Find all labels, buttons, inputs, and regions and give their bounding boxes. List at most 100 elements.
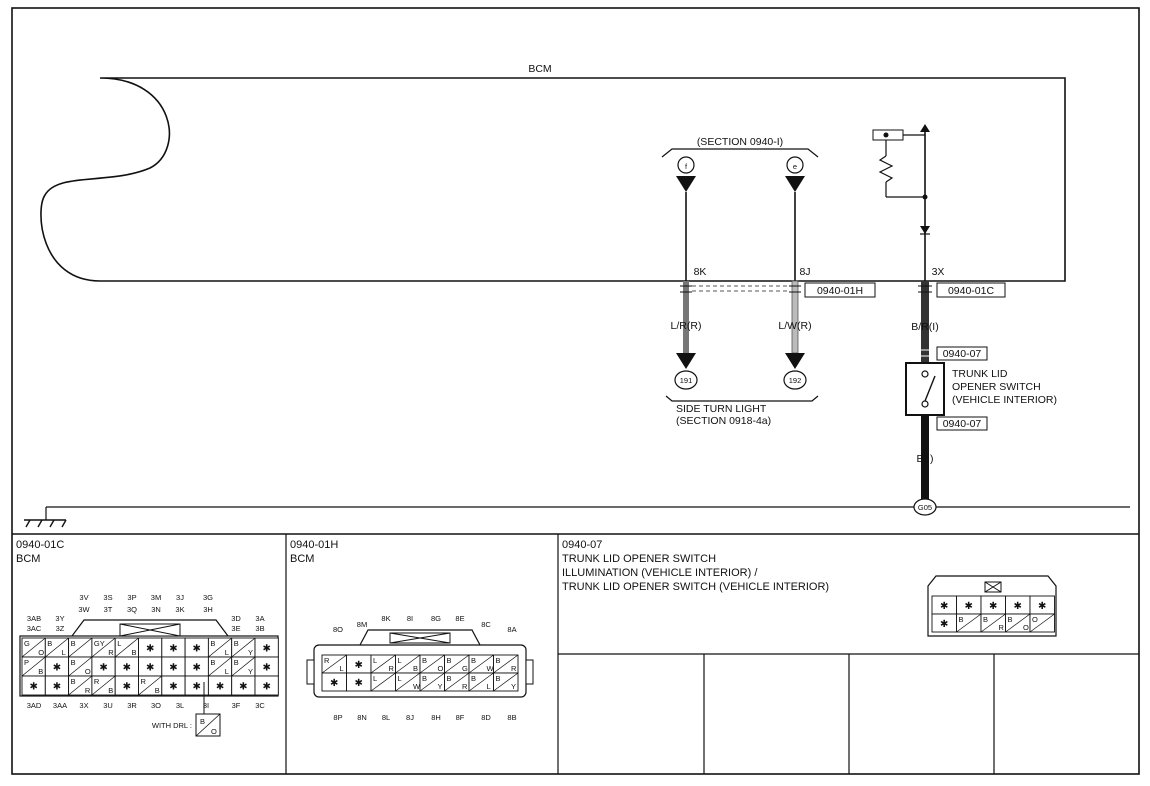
conn-01c-cell-empty: ✱ — [169, 644, 177, 655]
conn-01c-cell-bottom: O — [85, 667, 91, 676]
conn-01c-top2-pin-label: 3T — [104, 605, 113, 614]
conn-07-cell-slash — [980, 613, 1006, 633]
conn-01c-cell-empty: ✱ — [193, 663, 201, 674]
connector-marks-07a — [918, 349, 932, 357]
conn-01c-cell-empty: ✱ — [29, 682, 37, 693]
conn-01h-top-pin-label: 8O — [333, 625, 343, 634]
conn-01c-cell-empty: ✱ — [262, 663, 270, 674]
conn-01c-cell-slash — [91, 637, 116, 658]
terminal-e-label: e — [793, 162, 797, 171]
conn-01h-cell-slash — [395, 672, 421, 692]
conn-01c-cell-slash — [114, 637, 139, 658]
panel-01h-name: BCM — [290, 553, 315, 565]
drl-top: B — [200, 717, 205, 726]
bcm-title: BCM — [528, 63, 551, 75]
conn-01c-cell-top: B — [47, 639, 52, 648]
wire-b-label: B(I) — [917, 453, 934, 465]
conn-01h-cell-bottom: G — [462, 664, 468, 673]
conn-01h-cell-bottom: Y — [438, 682, 443, 691]
conn-01h-cell-slash — [493, 654, 519, 674]
conn-01c-top1-pin-label: 3S — [103, 593, 112, 602]
conn-01c-top2-pin-label: 3Q — [127, 605, 137, 614]
side-turn-line2: (SECTION 0918-4a) — [676, 415, 771, 427]
conn-01c-bottom-pin-label: 3U — [103, 701, 113, 710]
conn-01c-bottom-pin-label: 3F — [232, 701, 241, 710]
conn-01c-left-pin-label: 3AC — [27, 624, 42, 633]
conn-07-cell-empty: ✱ — [989, 601, 997, 612]
drl-bottom: O — [211, 727, 217, 736]
conn-01c-right-pin-label: 3A — [255, 614, 264, 623]
conn-07-cell-top: B — [983, 615, 988, 624]
conn-01c-cell-empty: ✱ — [262, 682, 270, 693]
conn-01c-top1-pin-label: 3J — [176, 593, 184, 602]
conn-01h-cell-top: B — [422, 674, 427, 683]
conn-01h-cell-bottom: B — [413, 664, 418, 673]
conn-01c-cell-slash — [231, 637, 256, 658]
conn-01c-cell-bottom: B — [155, 686, 160, 695]
conn-01c-bottom-pin-label: 3AD — [27, 701, 42, 710]
conn-01h-bottom-pin-label: 8N — [357, 713, 367, 722]
conn-07-cell-bottom: O — [1023, 623, 1029, 632]
conn-01c-cell-empty: ✱ — [99, 663, 107, 674]
conn-01c-cell-empty: ✱ — [169, 663, 177, 674]
conn-01c-cell-slash — [45, 637, 69, 658]
ref-191: 191 — [680, 376, 693, 385]
conn-07-bottom-box — [936, 416, 988, 431]
conn-07-top-box — [936, 346, 988, 361]
switch-line3: (VEHICLE INTERIOR) — [952, 394, 1057, 406]
page-border — [11, 7, 1140, 775]
conn-01c-cell-slash — [138, 675, 163, 696]
conn-01h-cell-empty: ✱ — [330, 678, 338, 689]
conn-01h-cell-slash — [370, 672, 396, 692]
conn-01h-cell-top: L — [373, 656, 377, 665]
conn-01c-cell-slash — [231, 656, 256, 677]
conn-01h-lock-x — [389, 632, 451, 644]
conn-01h-cell-slash — [468, 654, 494, 674]
conn-01h-cell-top: L — [398, 656, 402, 665]
conn-01h-cell-slash — [493, 672, 519, 692]
panel-07-line2: ILLUMINATION (VEHICLE INTERIOR) / — [562, 567, 758, 579]
conn-01h-cell-top: L — [373, 674, 377, 683]
conn-01h-top-pin-label: 8M — [357, 620, 367, 629]
pin-8k: 8K — [694, 266, 707, 278]
conn-01c-bottom-pin-label: 3R — [127, 701, 137, 710]
wire-b-body — [921, 415, 929, 499]
terminal-e — [786, 156, 804, 174]
conn-01c-right-pin-label: 3E — [231, 624, 240, 633]
wire-lw-label: L/W(R) — [778, 320, 811, 332]
drl-label: WITH DRL : — [152, 721, 192, 730]
conn-01h-top-pin-label: 8E — [455, 614, 464, 623]
conn-01c-cell-empty: ✱ — [216, 682, 224, 693]
panel-01c-name: BCM — [16, 553, 41, 565]
conn-01h-bottom-pin-label: 8B — [507, 713, 516, 722]
terminal-f-label: f — [685, 162, 688, 171]
conn-01c-cell-empty: ✱ — [169, 682, 177, 693]
ground-hatch — [25, 519, 67, 528]
conn-07-bottom-label: 0940-07 — [943, 418, 982, 430]
conn-01c-bottom-pin-label: 3O — [151, 701, 161, 710]
conn-01c-cell-empty: ✱ — [123, 663, 131, 674]
conn-01h-top-pin-label: 8I — [407, 614, 413, 623]
panel-01h-code: 0940-01H — [290, 539, 339, 551]
conn-07-cell-top: B — [959, 615, 964, 624]
section-bracket — [661, 148, 819, 158]
conn-01c-hood — [71, 619, 229, 637]
conn-01c-cell-top: R — [141, 677, 147, 686]
arrow-191 — [676, 353, 696, 369]
bcm-outline — [40, 77, 1066, 282]
conn-01c-cell-top: B — [71, 658, 76, 667]
conn-01h-box — [804, 282, 876, 298]
conn-01h-bottom-pin-label: 8J — [406, 713, 414, 722]
conn-01c-cell-empty: ✱ — [193, 644, 201, 655]
conn-01c-bottom-pin-label: 3X — [79, 701, 88, 710]
conn-01c-cell-empty: ✱ — [146, 663, 154, 674]
conn-01h-cell-bottom: Y — [511, 682, 516, 691]
